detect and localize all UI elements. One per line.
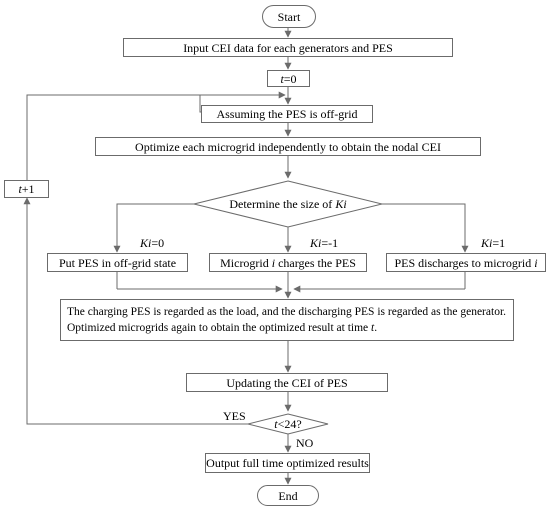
arrow-branch-left — [113, 203, 194, 253]
arrow-yes-loop-up — [23, 197, 248, 425]
decision-label: Determine the size of Ki — [229, 197, 347, 211]
increment-time-box: t+1 — [4, 180, 49, 198]
optimize-microgrid-box: Optimize each microgrid independently to… — [95, 137, 481, 156]
arrow-branch-right — [382, 203, 469, 253]
input-data-box: Input CEI data for each generators and P… — [123, 38, 453, 57]
increment-time-label: t+1 — [18, 182, 35, 196]
branch-label-km1: Ki=-1 — [310, 236, 339, 250]
update-cei-box: Updating the CEI of PES — [186, 373, 388, 392]
regard-line-1: The charging PES is regarded as the load… — [67, 306, 507, 318]
microgrid-charges-label: Microgrid i charges the PES — [220, 255, 356, 270]
branch-label-k1: Ki=1 — [481, 236, 506, 250]
assume-offgrid-label: Assuming the PES is off-grid — [216, 107, 358, 121]
regard-text: The charging PES is regarded as the load… — [67, 304, 506, 336]
output-results-label: Output full time optimized results — [206, 456, 369, 470]
update-cei-label: Updating the CEI of PES — [226, 375, 348, 390]
start-label: Start — [277, 9, 301, 24]
pes-discharges-box: PES discharges to microgrid i — [386, 253, 546, 272]
microgrid-charges-box: Microgrid i charges the PES — [209, 253, 367, 272]
regard-load-generator-box: The charging PES is regarded as the load… — [60, 299, 514, 341]
check-label: t<24? — [274, 417, 302, 431]
start-terminal: Start — [262, 5, 316, 28]
regard-line-2: Optimized microgrids again to obtain the… — [67, 322, 378, 334]
end-label: End — [278, 488, 298, 503]
pes-discharges-label: PES discharges to microgrid i — [394, 255, 538, 270]
no-label: NO — [296, 436, 314, 450]
offgrid-state-box: Put PES in off-grid state — [47, 253, 188, 272]
init-time-box: t=0 — [267, 70, 310, 87]
output-results-box: Output full time optimized results — [205, 453, 370, 473]
input-data-label: Input CEI data for each generators and P… — [183, 40, 393, 55]
branch-label-k0: Ki=0 — [140, 236, 165, 250]
yes-label: YES — [223, 409, 246, 423]
assume-offgrid-box: Assuming the PES is off-grid — [201, 105, 373, 123]
init-time-label: t=0 — [280, 71, 297, 86]
offgrid-state-label: Put PES in off-grid state — [58, 255, 177, 270]
end-terminal: End — [257, 485, 319, 506]
optimize-microgrid-label: Optimize each microgrid independently to… — [135, 139, 441, 154]
